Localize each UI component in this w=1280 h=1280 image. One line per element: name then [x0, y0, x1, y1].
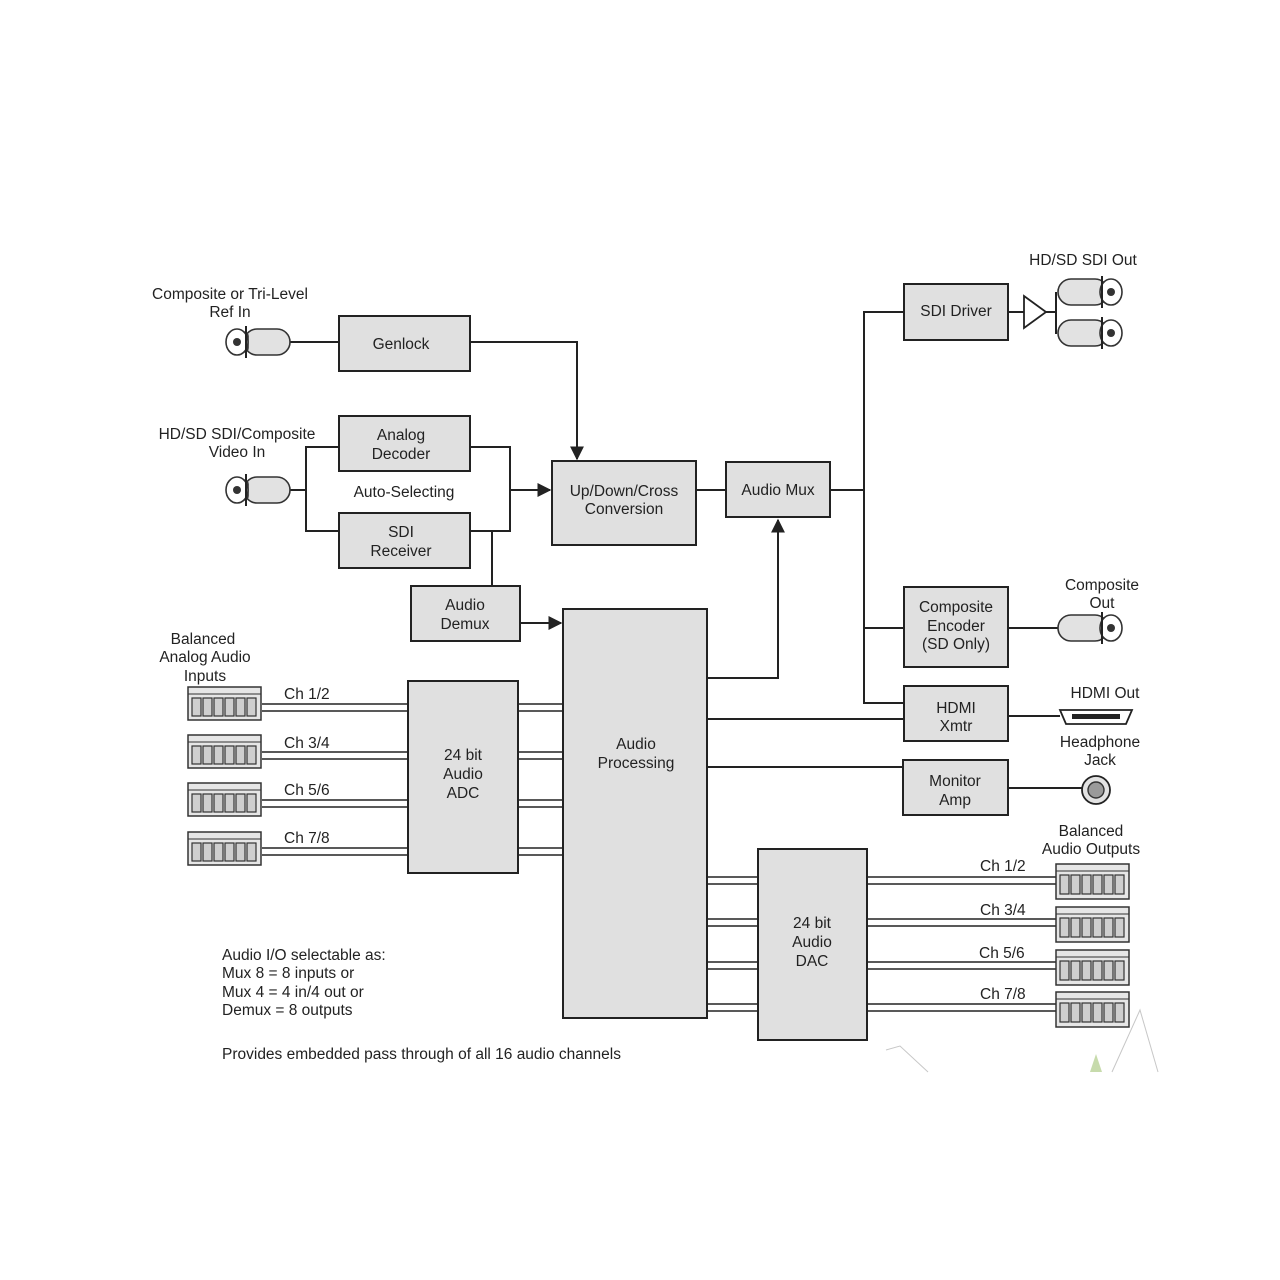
- svg-text:Demux = 8 outputs: Demux = 8 outputs: [222, 1002, 353, 1019]
- hdmi-out-label: HDMI Out: [1071, 685, 1141, 702]
- svg-text:Composite: Composite: [919, 599, 993, 616]
- svg-text:DAC: DAC: [796, 953, 829, 970]
- passthrough-note: Provides embedded pass through of all 16…: [222, 1046, 621, 1063]
- input-channel-label: Ch 7/8: [284, 830, 330, 847]
- output-channel-label: Ch 1/2: [980, 858, 1026, 875]
- svg-text:Mux 4 = 4 in/4 out or: Mux 4 = 4 in/4 out or: [222, 984, 364, 1001]
- audio-terminal-icon: [187, 782, 262, 817]
- svg-text:Amp: Amp: [939, 792, 971, 809]
- output-terminal-blocks: [1055, 863, 1130, 1028]
- svg-text:(SD Only): (SD Only): [922, 636, 990, 653]
- svg-text:24 bit: 24 bit: [444, 747, 483, 764]
- svg-text:Audio: Audio: [443, 766, 483, 783]
- hdmi-xmtr-block: HDMI Xmtr: [903, 685, 1009, 742]
- svg-text:24 bit: 24 bit: [793, 915, 832, 932]
- amplifier-icon: [1023, 294, 1048, 330]
- svg-text:Audio: Audio: [445, 597, 485, 614]
- svg-text:Inputs: Inputs: [184, 668, 226, 685]
- output-channel-label: Ch 7/8: [980, 986, 1026, 1003]
- svg-text:SDI Driver: SDI Driver: [920, 303, 991, 320]
- audio-terminal-icon: [1055, 991, 1130, 1028]
- svg-text:Audio: Audio: [616, 736, 656, 753]
- audio-dac-block: 24 bit Audio DAC: [757, 848, 868, 1041]
- composite-encoder-block: Composite Encoder (SD Only): [903, 586, 1009, 668]
- analog-decoder-block: Analog Decoder: [338, 415, 471, 472]
- svg-text:Audio Mux: Audio Mux: [741, 482, 814, 499]
- audio-terminal-icon: [1055, 863, 1130, 900]
- audio-terminal-icon: [1055, 906, 1130, 943]
- svg-text:Monitor: Monitor: [929, 773, 981, 790]
- auto-selecting-label: Auto-Selecting: [354, 484, 455, 501]
- svg-text:Mux 8 = 8 inputs or: Mux 8 = 8 inputs or: [222, 965, 354, 982]
- ref-in-bnc-icon: [225, 326, 291, 358]
- input-channel-label: Ch 1/2: [284, 686, 330, 703]
- headphone-jack-icon: [1081, 775, 1111, 805]
- svg-text:Xmtr: Xmtr: [940, 718, 973, 735]
- audio-terminal-icon: [1055, 949, 1130, 986]
- connection-lines: [262, 292, 1082, 1012]
- audio-processing-block: Audio Processing: [562, 608, 708, 1019]
- composite-out-label: Composite: [1065, 577, 1139, 594]
- svg-text:SDI: SDI: [388, 524, 414, 541]
- video-in-bnc-icon: [225, 474, 291, 506]
- svg-text:Conversion: Conversion: [585, 501, 663, 518]
- ref-in-label: Composite or Tri-Level: [152, 286, 308, 303]
- sdi-out-label: HD/SD SDI Out: [1029, 252, 1137, 269]
- sdi-out-bnc-icon: [1057, 317, 1123, 349]
- sdi-driver-block: SDI Driver: [903, 283, 1009, 341]
- audio-terminal-icon: [187, 686, 262, 721]
- background-art-fragment: [885, 1008, 1159, 1073]
- genlock-label: Genlock: [373, 336, 430, 353]
- svg-text:Decoder: Decoder: [372, 446, 431, 463]
- balanced-inputs-label: Balanced: [171, 631, 236, 648]
- footnotes: Audio I/O selectable as: Mux 8 = 8 input…: [222, 947, 621, 1063]
- headphone-jack-label: Headphone: [1060, 734, 1140, 751]
- svg-text:Analog Audio: Analog Audio: [159, 649, 250, 666]
- sdi-out-bnc-icon: [1057, 276, 1123, 308]
- io-labels: Composite or Tri-Level Ref In HD/SD SDI/…: [152, 252, 1140, 1003]
- input-channel-label: Ch 5/6: [284, 782, 330, 799]
- svg-text:Audio Outputs: Audio Outputs: [1042, 841, 1140, 858]
- svg-text:ADC: ADC: [447, 785, 480, 802]
- svg-text:Ref In: Ref In: [209, 304, 250, 321]
- svg-text:Out: Out: [1090, 595, 1116, 612]
- svg-text:Receiver: Receiver: [370, 543, 431, 560]
- svg-text:Demux: Demux: [440, 616, 489, 633]
- svg-text:Up/Down/Cross: Up/Down/Cross: [570, 483, 679, 500]
- svg-text:Jack: Jack: [1084, 752, 1116, 769]
- video-in-label: HD/SD SDI/Composite: [159, 426, 316, 443]
- input-terminal-blocks: [187, 686, 262, 866]
- audio-adc-block: 24 bit Audio ADC: [407, 680, 519, 874]
- monitor-amp-block: Monitor Amp: [902, 759, 1009, 816]
- svg-text:Analog: Analog: [377, 427, 425, 444]
- output-channel-label: Ch 5/6: [979, 945, 1025, 962]
- svg-text:Encoder: Encoder: [927, 618, 985, 635]
- svg-text:Processing: Processing: [598, 755, 675, 772]
- output-channel-label: Ch 3/4: [980, 902, 1026, 919]
- audio-terminal-icon: [187, 734, 262, 769]
- audio-demux-block: Audio Demux: [410, 585, 521, 642]
- svg-text:HDMI: HDMI: [936, 700, 976, 717]
- sdi-receiver-block: SDI Receiver: [338, 512, 471, 569]
- audio-mux-block: Audio Mux: [725, 461, 831, 518]
- conversion-block: Up/Down/Cross Conversion: [551, 460, 697, 546]
- audio-io-note: Audio I/O selectable as:: [222, 947, 386, 964]
- composite-out-bnc-icon: [1057, 612, 1123, 644]
- hdmi-port-icon: [1058, 709, 1134, 725]
- balanced-outputs-label: Balanced: [1059, 823, 1124, 840]
- svg-text:Video In: Video In: [209, 444, 266, 461]
- svg-text:Audio: Audio: [792, 934, 832, 951]
- input-channel-label: Ch 3/4: [284, 735, 330, 752]
- audio-terminal-icon: [187, 831, 262, 866]
- genlock-block: Genlock: [338, 315, 471, 372]
